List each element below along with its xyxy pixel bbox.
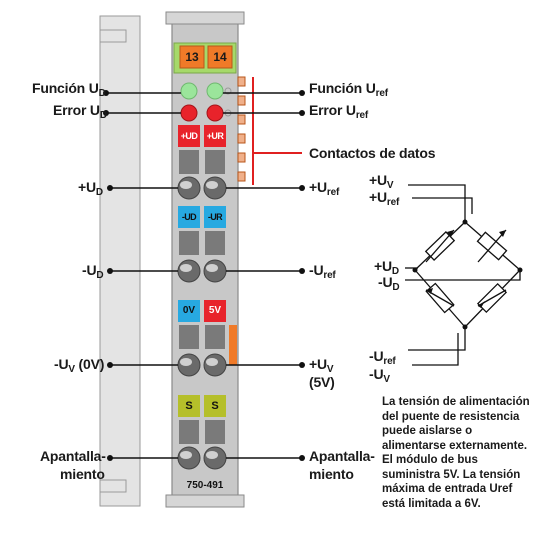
label-shield-left-2: miento [60,466,105,482]
label-plus-uref: +Uref [309,179,340,198]
led-error-uref [206,104,224,122]
connector-14-label: 14 [213,50,227,64]
label-minus-uv: -UV (0V) [54,356,105,375]
slot-minus-ud: -UD [181,212,197,222]
part-number: 750-491 [186,480,224,491]
label-minus-ud: -UD [82,262,104,281]
bridge-minus-uv: -UV [369,366,390,385]
label-plus-uv: +UV [309,356,334,375]
supply-note: La tensión de alimentación del puente de… [382,396,530,510]
label-minus-uref: -Uref [309,262,336,281]
bridge-minus-uref: -Uref [369,348,396,367]
data-contacts [237,76,246,182]
bridge-plus-uref: +Uref [369,189,400,208]
label-plus-uv-5v: (5V) [309,374,335,390]
slot-minus-ur: -UR [207,212,223,222]
label-shield-right-2: miento [309,466,354,482]
slot-5v: 5V [208,305,222,316]
connector-14 [207,45,233,69]
slot-shield-left: S [185,400,193,412]
right-leader-lines [223,92,302,459]
bridge-minus-ud: -UD [378,274,400,293]
label-shield-right-1: Apantalla- [309,448,375,464]
led-funcion-uref [206,82,224,100]
connector-13 [179,45,205,69]
label-error-uref: Error Uref [309,102,369,121]
slot-0v: 0V [182,305,196,316]
label-funcion-ud: Función UD [32,80,106,99]
left-leader-lines [106,92,181,459]
bridge-plus-uv: +UV [369,172,394,191]
label-data-contacts: Contactos de datos [309,145,436,161]
connector-13-label: 13 [185,50,199,64]
slot-plus-ur: +UR [206,131,224,141]
slot-plus-ud: +UD [180,131,198,141]
led-error-ud [180,104,198,122]
label-shield-left-1: Apantalla- [40,448,106,464]
resistance-bridge [405,184,521,366]
label-funcion-uref: Función Uref [309,80,388,99]
label-error-ud: Error UD [53,102,107,121]
bridge-plus-ud: +UD [374,258,399,277]
led-funcion-ud [180,82,198,100]
slot-shield-right: S [211,400,219,412]
label-plus-ud: +UD [78,179,103,198]
